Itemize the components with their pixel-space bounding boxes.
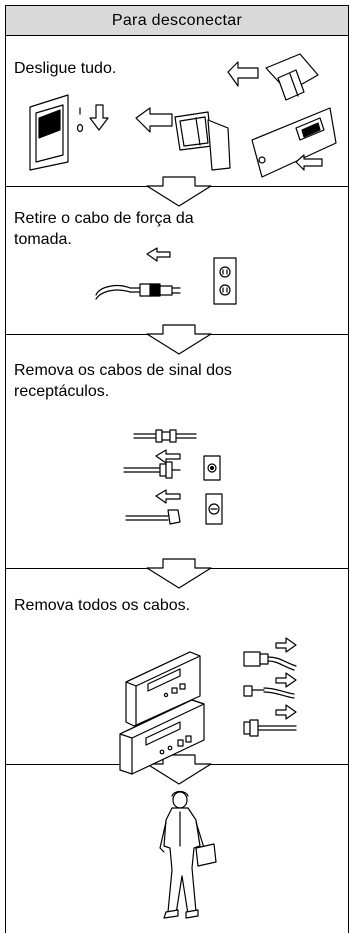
down-arrow-icon xyxy=(146,324,212,355)
power-switch-icon xyxy=(227,53,337,178)
person-walking-icon xyxy=(159,790,217,919)
pull-arrow-icon xyxy=(135,107,231,171)
down-arrow-icon xyxy=(146,176,212,207)
wall-outlet-icon xyxy=(213,257,237,305)
down-arrow-icon xyxy=(146,558,212,589)
coax-jack-icon xyxy=(203,455,221,481)
step-3-text-line1: Remova os cabos de sinal dos xyxy=(14,362,232,379)
power-plug-icon xyxy=(95,247,181,300)
signal-cable-icon xyxy=(123,429,197,525)
step-1-text: Desligue tudo. xyxy=(14,60,117,77)
signal-cable-icon xyxy=(243,637,297,737)
step-2-text-line1: Retire o cabo de força da xyxy=(14,210,194,227)
title-bar: Para desconectar xyxy=(5,5,349,36)
step-4-text: Remova todos os cabos. xyxy=(14,597,191,614)
step-2-text-line2: tomada. xyxy=(14,231,72,248)
device-stack-icon xyxy=(119,651,205,775)
phone-jack-icon xyxy=(205,493,223,525)
down-arrow-icon xyxy=(146,754,212,785)
page-title: Para desconectar xyxy=(111,11,243,29)
power-switch-icon xyxy=(29,94,109,171)
step-3-text-line2: receptáculos. xyxy=(14,383,110,400)
